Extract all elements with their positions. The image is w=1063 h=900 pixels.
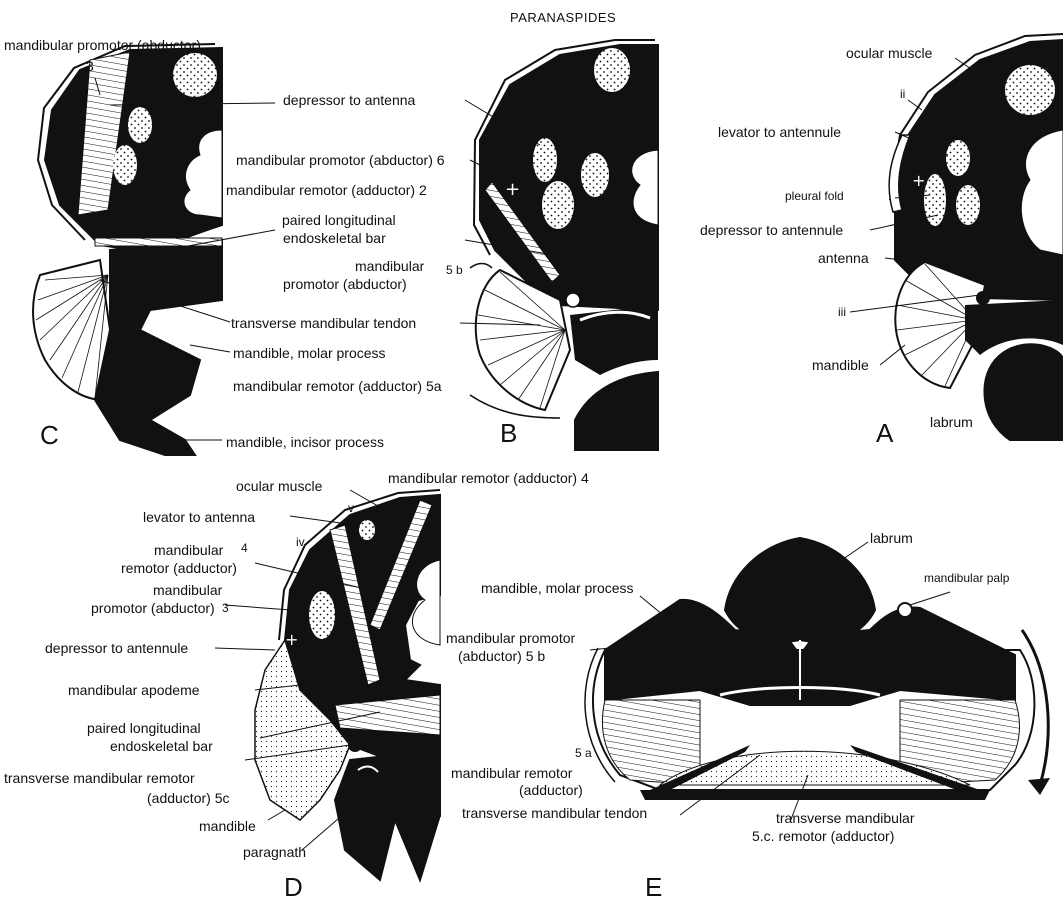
label-b-five-b: 5 b [446,262,463,278]
label-b-promotor-5b-1: mandibular [355,258,424,274]
panel-b-plus-mark: + [505,179,520,200]
label-d-remotor-4-2: remotor (adductor) [121,560,237,576]
label-a-mandible: mandible [812,357,869,373]
label-e-transverse-5c-2: 5.c. remotor (adductor) [752,828,894,844]
panel-a-plus-mark: + [912,171,925,190]
panel-letter-e: E [645,872,662,900]
panel-a-dotted-mass [1005,65,1055,115]
panel-e-arrowhead [1028,778,1050,795]
label-c-incisor: mandible, incisor process [226,434,384,450]
panel-e-palp-knob [898,603,912,617]
panel-b-tendon-ring [566,293,580,307]
label-d-promotor-3-1: mandibular [153,582,222,598]
label-b-remotor-5a: mandibular remotor (adductor) 5a [233,378,442,394]
panel-d-dotted-mass [309,591,335,639]
panel-letter-a: A [876,418,893,449]
panel-d-tendon-knot [348,738,362,752]
panel-d-paragnath [335,750,440,880]
label-d-paired-bar-1: paired longitudinal [87,720,201,736]
label-d-remotor-4-1: mandibular [154,542,223,558]
panel-a-dotted-mass [956,185,980,225]
panel-b-dotted-mass [594,48,630,92]
label-d-paragnath: paragnath [243,844,306,860]
panel-d-plus-mark: + [285,630,298,649]
panel-b-head-section [480,45,658,310]
label-b-paired-bar-1: paired longitudinal [282,212,396,228]
label-a-ocular-muscle: ocular muscle [846,45,932,61]
panel-c-dotted-mass [128,107,152,143]
label-d-ocular-muscle: ocular muscle [236,478,322,494]
label-d-apodeme: mandibular apodeme [68,682,200,698]
label-b-transverse-tendon: transverse mandibular tendon [231,315,416,331]
panel-a-labrum [984,344,1063,440]
label-a-iii: iii [838,304,846,320]
panel-b-lower-mass [575,372,658,450]
label-c-promotor: mandibular promotor (abductor) [4,37,201,53]
panel-e-base [640,790,990,800]
panel-b-dotted-mass [533,138,557,182]
figure-title: PARANASPIDES [510,10,616,25]
panel-letter-d: D [284,872,303,900]
label-e-remotor-5a-2: (adductor) [519,782,583,798]
label-b-remotor-2: mandibular remotor (adductor) 2 [226,182,427,198]
label-d-four: 4 [241,540,248,556]
label-a-labrum: labrum [930,414,973,430]
label-e-promotor-5b-2: (abductor) 5 b [458,648,545,664]
label-a-pleural-fold: pleural fold [785,188,844,204]
label-d-paired-bar-2: endoskeletal bar [110,738,213,754]
panel-a-drawing: + [850,34,1063,440]
label-d-promotor-3-2: promotor (abductor) [91,600,215,616]
panel-letter-b: B [500,418,517,449]
panel-c-dotted-mass [113,145,137,185]
label-d-levator-antenna: levator to antenna [143,509,255,525]
label-a-depressor-antennule: depressor to antennule [700,222,843,238]
panel-b-dotted-mass [542,181,574,229]
label-c-three: 3 [86,58,94,74]
panel-b-bracket-5b [470,264,492,269]
panel-c-molar-edge [150,321,215,330]
label-d-v: v [348,500,354,516]
panel-e-labrum [725,538,875,642]
label-e-transverse-tendon: transverse mandibular tendon [462,805,647,821]
label-e-molar-process: mandible, molar process [481,580,634,596]
label-a-levator-antennule: levator to antennule [718,124,841,140]
label-b-promotor-5b-2: promotor (abductor) [283,276,407,292]
label-d-three: 3 [222,600,229,616]
panel-b-dotted-mass [581,153,609,197]
panel-c-dotted-mass [173,53,217,97]
panel-a-dotted-mass [924,174,946,226]
label-e-five-a: 5 a [575,745,592,761]
panel-a-tendon-knot [976,291,990,305]
label-b-molar-process: mandible, molar process [233,345,386,361]
panel-b-drawing: + [460,40,658,450]
label-d-remotor-4-top: mandibular remotor (adductor) 4 [388,470,589,486]
label-d-depressor-antennule: depressor to antennule [45,640,188,656]
label-b-depressor-antenna: depressor to antenna [283,92,415,108]
label-e-transverse-5c-1: transverse mandibular [776,810,915,826]
label-e-remotor-5a-1: mandibular remotor [451,765,572,781]
label-d-iv: iv [296,534,305,550]
label-a-ii: ii [900,86,905,102]
label-b-paired-bar-2: endoskeletal bar [283,230,386,246]
label-d-transverse-remotor-2: (adductor) 5c [147,790,229,806]
label-b-promotor-6: mandibular promotor (abductor) 6 [236,152,445,168]
label-e-palp: mandibular palp [924,570,1009,586]
label-e-promotor-5b-1: mandibular promotor [446,630,575,646]
panel-letter-c: C [40,420,59,451]
panel-c-endoskeletal-bar [95,238,222,246]
label-a-antenna: antenna [818,250,869,266]
panel-d-dotted-mass [359,520,375,540]
label-e-labrum: labrum [870,530,913,546]
label-d-mandible: mandible [199,818,256,834]
label-d-transverse-remotor-1: transverse mandibular remotor [4,770,195,786]
panel-a-dotted-mass [946,140,970,176]
